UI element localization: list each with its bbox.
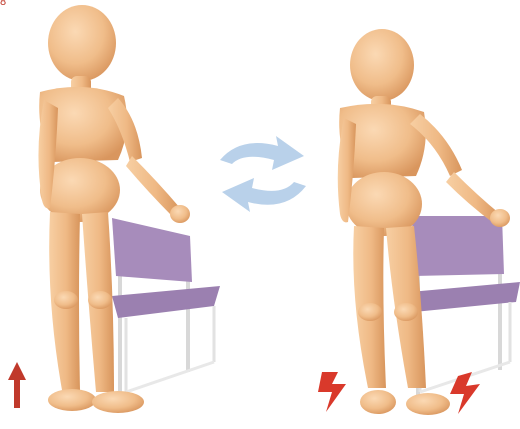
chair-right <box>410 216 520 395</box>
mannequin-standing-icon <box>38 5 190 413</box>
repeat-cycle-icon <box>220 136 306 212</box>
lightning-bolt-icon <box>318 372 480 414</box>
corner-label: 8 <box>0 0 6 8</box>
chair-left <box>112 218 220 395</box>
up-arrow-icon <box>8 362 26 408</box>
